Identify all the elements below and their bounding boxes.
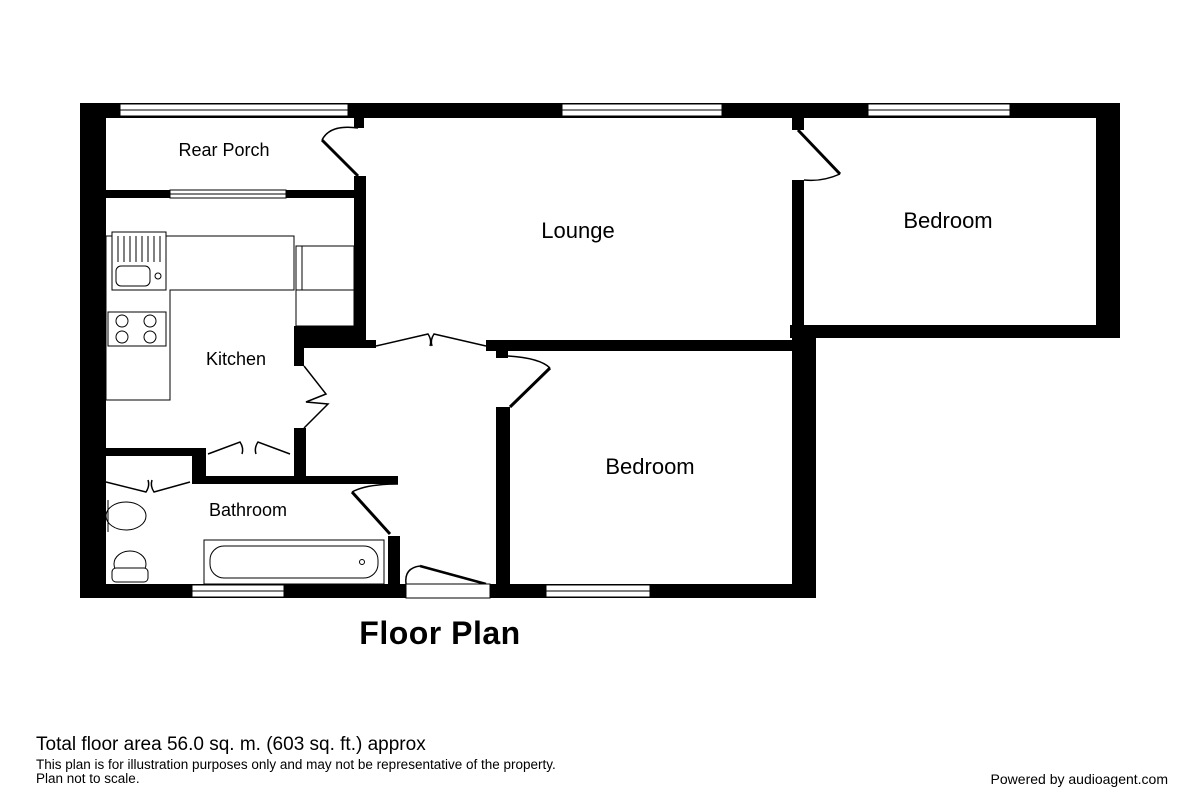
- room-label-kitchen: Kitchen: [206, 349, 266, 369]
- wall-porch-lounge-top: [354, 118, 364, 128]
- door-front: [405, 564, 491, 599]
- door-porch-lounge: [320, 126, 360, 178]
- wall-kitchen-right-lower: [294, 428, 306, 476]
- door-bathroom-cupboard: [105, 479, 191, 493]
- door-hall-bathroom: [350, 483, 399, 536]
- kitchen-unit-right: [295, 245, 355, 327]
- wall-lounge-bedroom1-lower: [792, 180, 804, 338]
- door-kitchen-cupboard: [207, 441, 291, 455]
- room-label-rear-porch: Rear Porch: [178, 140, 269, 160]
- plan-title: Floor Plan: [359, 615, 521, 651]
- wall-bedroom2-right: [792, 338, 816, 598]
- window-bathroom-bottom: [191, 584, 285, 598]
- wall-kitchen-bottom-stub: [192, 448, 206, 476]
- bath-icon: [203, 539, 385, 585]
- window-lounge-top: [561, 103, 723, 117]
- window-porch-kitchen: [169, 189, 287, 199]
- door-kitchen-hall-bifold: [303, 365, 330, 429]
- wall-hall-bedroom2: [496, 407, 510, 598]
- window-bedroom1-top: [867, 103, 1011, 117]
- disclaimer-line-2: Plan not to scale.: [36, 771, 140, 786]
- wall-kitchen-hall-top: [294, 326, 366, 348]
- room-label-lounge: Lounge: [541, 218, 614, 243]
- wall-lounge-bedroom1: [792, 118, 804, 130]
- room-label-bedroom-1: Bedroom: [903, 208, 992, 233]
- door-lounge-hall-double: [375, 333, 487, 347]
- windows: [119, 103, 1011, 598]
- hob-icon: [107, 311, 167, 347]
- disclaimer: This plan is for illustration purposes o…: [36, 758, 556, 786]
- window-bedroom2-bottom: [545, 584, 651, 598]
- powered-by: Powered by audioagent.com: [990, 771, 1168, 787]
- door-hall-bedroom2: [507, 355, 552, 409]
- total-floor-area: Total floor area 56.0 sq. m. (603 sq. ft…: [36, 734, 426, 755]
- fixtures: [105, 231, 385, 585]
- sink-icon: [111, 231, 167, 291]
- wall-bathroom-right: [388, 536, 400, 598]
- wall-kitchen-right-stub: [294, 348, 304, 366]
- wall-outer-bottom-b: [490, 584, 816, 598]
- wall-bathroom-top: [192, 476, 398, 484]
- disclaimer-line-1: This plan is for illustration purposes o…: [36, 757, 556, 772]
- wall-porch-lounge: [354, 176, 366, 348]
- wall-kitchen-bottom: [106, 448, 206, 456]
- wall-lounge-bottom-a: [366, 340, 376, 348]
- window-porch-top: [119, 103, 349, 117]
- room-label-bathroom: Bathroom: [209, 500, 287, 520]
- toilet-icon: [111, 550, 149, 583]
- wall-outer-left: [80, 103, 106, 598]
- room-label-bedroom-2: Bedroom: [605, 454, 694, 479]
- wall-bedroom1-bottom: [790, 325, 1120, 338]
- wall-lounge-bottom-b: [486, 340, 792, 351]
- door-lounge-bedroom1: [796, 128, 842, 182]
- basin-icon: [105, 500, 147, 532]
- wall-bedroom2-corner: [496, 348, 508, 358]
- doors: [105, 126, 842, 599]
- wall-outer-right: [1096, 103, 1120, 338]
